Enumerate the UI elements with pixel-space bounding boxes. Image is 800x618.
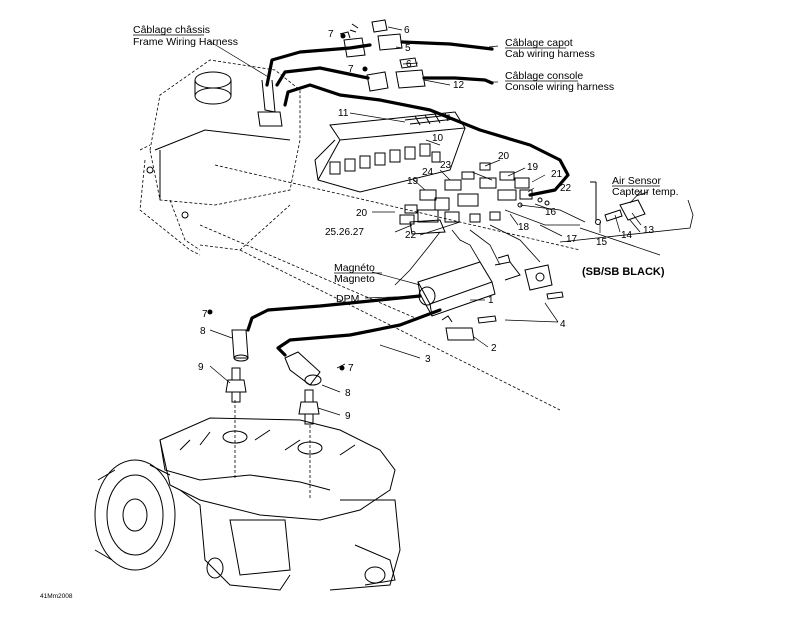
callout-10: 10 xyxy=(432,133,444,144)
air-sensor-label-fr: Capteur temp. xyxy=(612,186,679,198)
reference-line xyxy=(214,164,581,251)
fuse-block xyxy=(314,111,466,193)
callout-22: 22 xyxy=(405,230,417,241)
magneto-label-fr: Magnéto xyxy=(334,262,375,274)
coolant-reservoir xyxy=(139,59,301,256)
console-harness-label-en: Console wiring harness xyxy=(505,81,614,93)
leader-lines xyxy=(208,26,643,416)
callout-14: 14 xyxy=(621,230,633,241)
callout-13: 13 xyxy=(643,225,655,236)
callout-7: 7 xyxy=(202,309,208,320)
cab-harness-label-fr: Câblage capot xyxy=(505,37,573,49)
spark-plug-cap-left xyxy=(231,329,249,362)
cab-connector xyxy=(339,19,403,58)
magneto-label-en: Magneto xyxy=(334,273,375,285)
dpm-label: DPM xyxy=(336,293,359,305)
callout-15: 15 xyxy=(596,237,608,248)
model-note: (SB/SB BLACK) xyxy=(582,266,665,278)
mounting-screws xyxy=(441,291,564,341)
spark-plug-right xyxy=(298,389,320,425)
callout-3: 3 xyxy=(425,354,431,365)
cab-harness-label-en: Cab wiring harness xyxy=(505,48,595,60)
frame-harness-label-fr: Câblage châssis xyxy=(133,24,210,36)
callout-6: 6 xyxy=(404,25,410,36)
callout-23: 23 xyxy=(440,160,452,171)
callout-20: 20 xyxy=(356,208,368,219)
callout-7: 7 xyxy=(328,29,334,40)
callout-20: 20 xyxy=(498,151,510,162)
wiring-harness xyxy=(261,40,570,197)
callout-21: 21 xyxy=(551,169,563,180)
air-sensor xyxy=(590,181,649,233)
callout-4: 4 xyxy=(560,319,566,330)
callout-17: 17 xyxy=(566,234,578,245)
reference-line xyxy=(239,249,561,411)
callout-11: 11 xyxy=(338,108,349,119)
diagram-code: 41Mm2008 xyxy=(40,593,73,600)
callout-9: 9 xyxy=(198,362,204,373)
callout-5: 5 xyxy=(405,43,411,54)
grease-drop-icon xyxy=(207,309,213,315)
engine-assembly xyxy=(94,400,401,591)
callout-25-26-27: 25.26.27 xyxy=(325,227,364,238)
spark-plug-left xyxy=(225,367,247,403)
frame-harness-label-en: Frame Wiring Harness xyxy=(133,36,238,48)
callout-1: 1 xyxy=(488,295,494,306)
ignition-coil xyxy=(417,254,553,317)
spark-plug-cap-right xyxy=(284,351,322,386)
callout-7: 7 xyxy=(348,363,354,374)
sensor-bracket-line xyxy=(559,199,694,243)
callout-numbers: 6 7 5 7 6 12 11 10 20 19 23 24 21 22 19 … xyxy=(198,25,655,422)
callout-24: 24 xyxy=(422,167,434,178)
console-harness-label-fr: Câblage console xyxy=(505,70,583,82)
fuse-slots xyxy=(329,143,441,175)
callout-8: 8 xyxy=(345,388,351,399)
callout-18: 18 xyxy=(518,222,530,233)
sensor-bracket-line xyxy=(579,227,661,256)
callout-9: 9 xyxy=(345,411,351,422)
console-connector xyxy=(362,57,426,92)
callout-22: 22 xyxy=(560,183,572,194)
ignition-wires xyxy=(246,224,541,357)
air-sensor-label-en: Air Sensor xyxy=(612,175,662,187)
callout-12: 12 xyxy=(453,80,465,91)
callout-2: 2 xyxy=(491,343,497,354)
grease-drop-icon xyxy=(339,365,345,371)
callout-7: 7 xyxy=(348,64,354,75)
callout-19: 19 xyxy=(407,176,419,187)
connector-cluster xyxy=(399,162,586,235)
callout-16: 16 xyxy=(545,207,557,218)
callout-8: 8 xyxy=(200,326,206,337)
callout-6: 6 xyxy=(406,59,412,70)
callout-19: 19 xyxy=(527,162,539,173)
